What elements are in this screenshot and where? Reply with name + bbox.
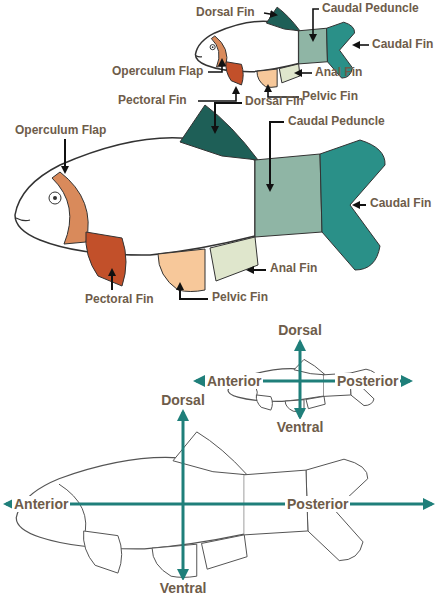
axis-label: Anterior — [12, 496, 70, 512]
part-label: Caudal Peduncle — [322, 2, 419, 16]
part-label: Caudal Fin — [372, 38, 433, 52]
part-label: Pectoral Fin — [118, 94, 187, 108]
axis-label: Dorsal — [159, 392, 207, 408]
axis-label: Anterior — [205, 373, 263, 389]
axis-label: Posterior — [285, 496, 350, 512]
part-label: Operculum Flap — [112, 65, 203, 79]
part-label: Dorsal Fin — [245, 95, 304, 109]
axis-label: Ventral — [158, 580, 209, 596]
part-label: Anal Fin — [270, 262, 317, 276]
axis-label: Ventral — [275, 419, 326, 435]
axis-label: Dorsal — [276, 322, 324, 338]
part-label: Caudal Fin — [370, 197, 431, 211]
part-label: Dorsal Fin — [196, 6, 255, 20]
part-label: Pectoral Fin — [85, 293, 154, 307]
part-label: Pelvic Fin — [212, 291, 268, 305]
part-label: Anal Fin — [315, 66, 362, 80]
part-label: Caudal Peduncle — [288, 115, 385, 129]
part-label: Pelvic Fin — [302, 90, 358, 104]
axis-label: Posterior — [335, 373, 400, 389]
part-label: Operculum Flap — [15, 124, 106, 138]
